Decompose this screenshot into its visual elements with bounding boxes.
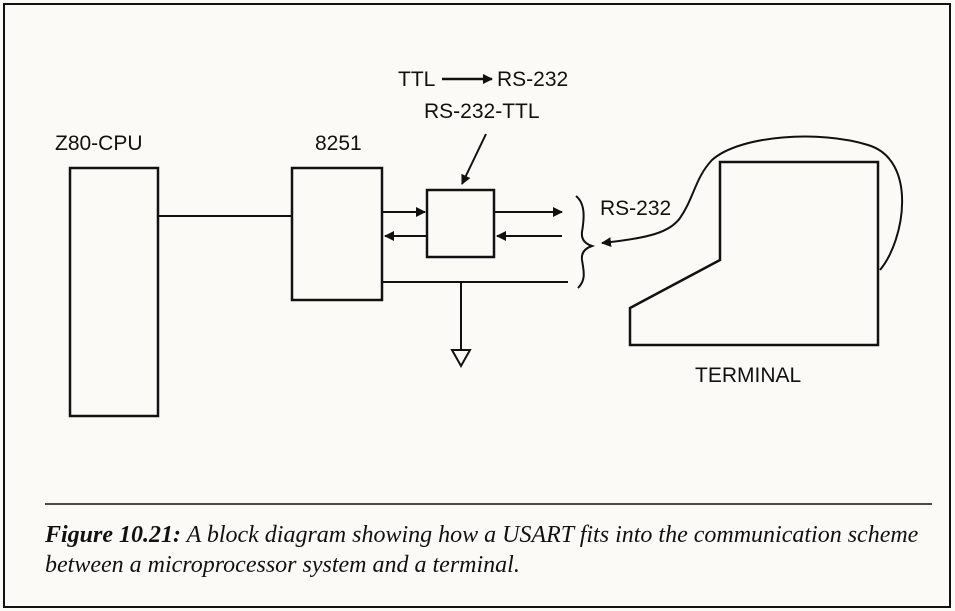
terminal-outline <box>630 162 878 345</box>
figure-caption: Figure 10.21: A block diagram showing ho… <box>45 520 935 580</box>
caption-label: Figure 10.21: <box>45 522 181 548</box>
converter-block <box>427 190 494 257</box>
usart-8251-block <box>292 168 382 300</box>
rs232-link-label: RS-232 <box>600 197 671 220</box>
cpu-label: Z80-CPU <box>55 132 143 155</box>
cpu-block <box>70 168 158 416</box>
figure-border <box>4 4 950 607</box>
ttl-label: TTL <box>398 68 435 91</box>
converter-pointer-arrow-icon <box>462 134 486 184</box>
converter-label: RS-232-TTL <box>424 100 540 123</box>
rs232-target-label: RS-232 <box>497 68 568 91</box>
ground-icon <box>452 350 470 366</box>
terminal-label: TERMINAL <box>695 364 801 387</box>
rs232-brace <box>576 196 592 288</box>
usart-8251-label: 8251 <box>315 132 362 155</box>
